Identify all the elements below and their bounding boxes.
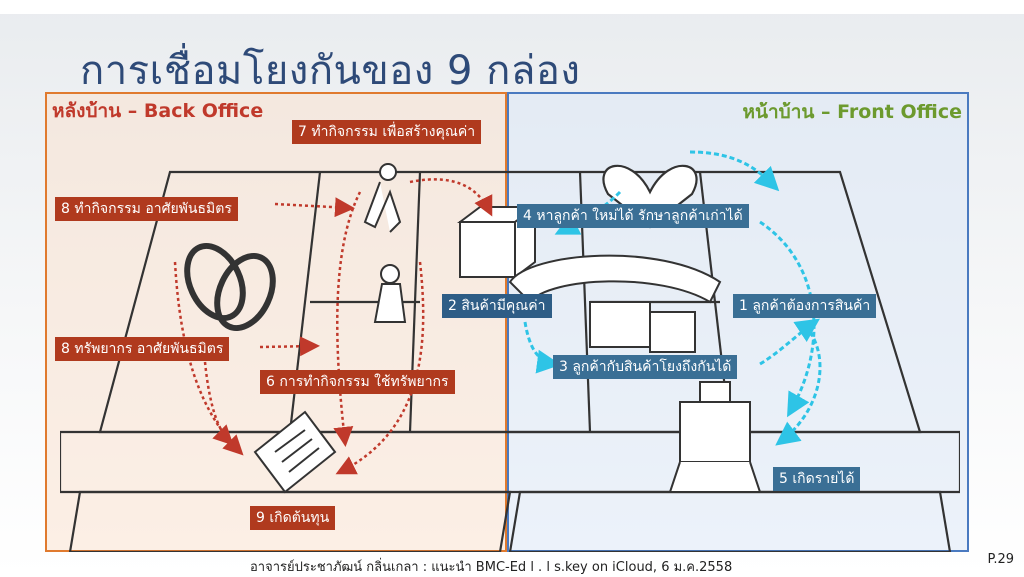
- gift-icon: [457, 205, 538, 279]
- customer-segments-tag: 1 ลูกค้าต้องการสินค้า: [733, 294, 877, 318]
- key-resources-tag: 6 การทำกิจกรรม ใช้ทรัพยากร: [260, 370, 455, 394]
- slide-footer: อาจารย์ประชาภัฒน์ กลิ่นเกลา : แนะนำ BMC-…: [250, 560, 733, 575]
- slide-title: การเชื่อมโยงกันของ 9 กล่อง: [80, 48, 581, 94]
- business-model-sketch: [60, 150, 960, 552]
- red-arrows: [173, 178, 493, 475]
- key-activities-tag: 7 ทำกิจกรรม เพื่อสร้างคุณค่า: [292, 120, 482, 144]
- key-partners-resources-tag: 8 ทรัพยากร อาศัยพันธมิตร: [55, 337, 230, 361]
- key-partners-activities-tag: 8 ทำกิจกรรม อาศัยพันธมิตร: [55, 197, 238, 221]
- revenue-streams-tag: 5 เกิดรายได้: [773, 467, 861, 491]
- customer-relationships-tag: 4 หาลูกค้า ใหม่ได้ รักษาลูกค้าเก่าได้: [517, 204, 749, 228]
- cash-register-icon: [668, 381, 762, 493]
- counter-arc: [508, 254, 722, 304]
- invoice-icon: [253, 410, 337, 494]
- chain-icon: [184, 242, 276, 332]
- back-office-label: หลังบ้าน – Back Office: [52, 100, 264, 122]
- product-boxes-icon: [589, 301, 696, 353]
- channels-tag: 3 ลูกค้ากับสินค้าโยงถึงกันได้: [553, 355, 738, 379]
- page-number: P.29: [987, 552, 1015, 567]
- cyan-arrows: [523, 150, 822, 446]
- cost-structure-tag: 9 เกิดต้นทุน: [250, 506, 336, 530]
- front-office-label: หน้าบ้าน – Front Office: [742, 101, 962, 123]
- value-proposition-tag: 2 สินค้ามีคุณค่า: [442, 294, 552, 318]
- worker-icon: [363, 163, 407, 323]
- top-strip: [0, 0, 1024, 14]
